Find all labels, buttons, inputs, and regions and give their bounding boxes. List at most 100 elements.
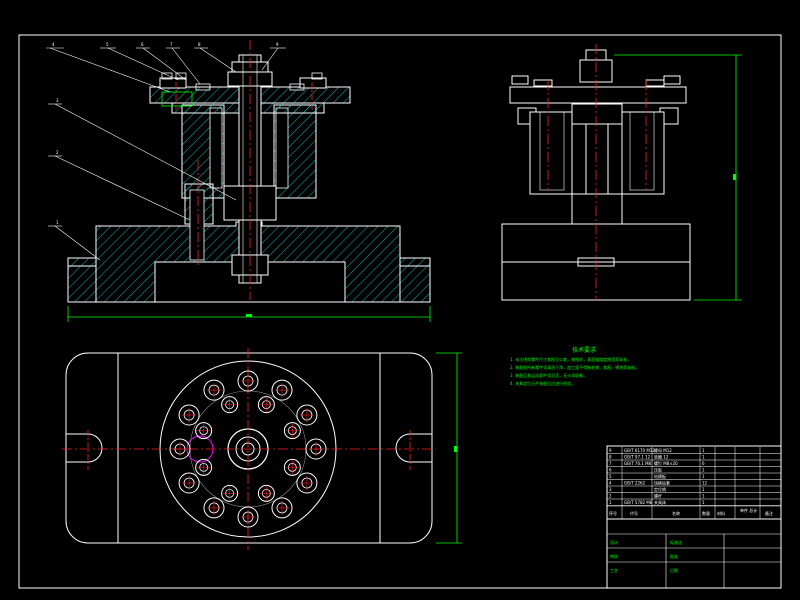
parts-list-name: 螺母 M12 xyxy=(654,447,672,453)
label-standard: 标准化 xyxy=(670,539,682,545)
parts-list-qty: 1 xyxy=(702,474,705,479)
side-bushing-right xyxy=(621,111,665,195)
parts-list-code: GB/T 2262 xyxy=(624,481,646,486)
right-u-slot xyxy=(395,433,432,463)
parts-list-no: 9 xyxy=(609,448,612,453)
parts-list-name: 螺杆 xyxy=(654,493,662,499)
parts-list-name: 螺钉 M8×20 xyxy=(654,460,678,466)
drill-hole xyxy=(271,497,293,519)
drill-hole xyxy=(237,370,259,392)
parts-list-code: GB/T 5782 M8 xyxy=(624,500,653,505)
parts-list-code: GB/T 97.1 12 xyxy=(624,455,651,460)
part-number-1: 1 xyxy=(56,220,59,225)
header-mat: 材料 xyxy=(717,510,725,516)
parts-list-name: 钻模板 xyxy=(654,473,666,479)
parts-list-no: 5 xyxy=(609,474,612,479)
label-design: 设计 xyxy=(610,539,618,545)
drill-hole-pattern xyxy=(169,370,327,528)
part-number-2: 2 xyxy=(56,150,59,155)
header-weight: 单件 总计 xyxy=(740,507,757,513)
label-review: 审核 xyxy=(610,553,618,559)
top-height-dimension xyxy=(436,352,462,544)
part-number-8: 8 xyxy=(198,42,201,47)
drill-hole xyxy=(283,458,301,476)
drill-hole xyxy=(178,472,200,494)
drill-hole xyxy=(257,484,275,502)
left-u-slot xyxy=(66,433,103,463)
part-number-3: 3 xyxy=(56,98,59,103)
label-date: 日期 xyxy=(670,567,678,573)
side-bushing-left xyxy=(529,111,573,195)
parts-list-name: 压板 xyxy=(654,467,662,473)
top-knobs xyxy=(159,72,327,107)
parts-list-qty: 1 xyxy=(702,487,705,492)
part-number-9: 9 xyxy=(276,42,279,47)
side-plate xyxy=(509,86,687,104)
drill-hole xyxy=(237,506,259,528)
notes-title: 技术要求 xyxy=(572,346,596,354)
parts-list-qty: 1 xyxy=(702,500,705,505)
drill-hole xyxy=(169,438,191,460)
signature-labels: 设计 审核 工艺 标准化 批准 日期 xyxy=(610,539,682,573)
drill-hole xyxy=(203,497,225,519)
header-remark: 备注 xyxy=(765,510,773,516)
parts-list-qty: 1 xyxy=(702,468,705,473)
part-number-5: 5 xyxy=(106,42,109,47)
parts-list-qty: 1 xyxy=(702,448,705,453)
parts-list-qty: 1 xyxy=(702,455,705,460)
parts-list-qty: 6 xyxy=(702,461,705,466)
parts-list-qty: 12 xyxy=(702,481,708,486)
parts-list-no: 3 xyxy=(609,487,612,492)
parts-list-code: GB/T 6170 M12 xyxy=(624,448,655,453)
parts-list-name: 快换钻套 xyxy=(654,480,670,486)
parts-list-no: 8 xyxy=(609,455,612,460)
notes-line-3: 3. 装配后各运动部件须灵活，无卡滞现象。 xyxy=(510,372,587,378)
front-width-dimension xyxy=(67,306,431,322)
drill-hole xyxy=(271,379,293,401)
parts-list-no: 6 xyxy=(609,468,612,473)
label-process: 工艺 xyxy=(610,568,618,573)
notes-line-1: 1. 未注明的零件尺寸和形位公差，按图样，表面粗糙度按国家标准。 xyxy=(510,356,631,362)
drill-hole xyxy=(305,438,327,460)
drill-hole xyxy=(257,396,275,414)
parts-list-no: 7 xyxy=(609,461,612,466)
parts-list-no: 4 xyxy=(609,481,612,486)
part-number-7: 7 xyxy=(170,42,173,47)
notes-line-2: 2. 装配前所有零件须清洗干净，加工面不得有毛刺、划痕、锈蚀等缺陷。 xyxy=(510,364,639,370)
part-number-4: 4 xyxy=(52,42,55,47)
label-approve: 批准 xyxy=(670,553,678,559)
side-view xyxy=(501,44,691,301)
top-view xyxy=(62,348,436,550)
parts-list-no: 2 xyxy=(609,494,612,499)
drill-hole xyxy=(221,396,239,414)
parts-list-no: 1 xyxy=(609,500,612,505)
drill-hole xyxy=(178,404,200,426)
drill-hole xyxy=(195,458,213,476)
parts-list-code: GB/T 70.1 M8 xyxy=(624,461,652,466)
header-code: 代号 xyxy=(630,510,638,516)
drill-hole xyxy=(296,472,318,494)
part-leaders xyxy=(49,47,279,261)
drill-hole xyxy=(221,484,239,502)
drawing-frame xyxy=(18,34,782,589)
drill-hole xyxy=(283,422,301,440)
side-height-dimension xyxy=(614,54,742,301)
header-qty: 数量 xyxy=(702,510,710,516)
part-number-6: 6 xyxy=(141,42,144,47)
header-no: 序号 xyxy=(609,510,617,516)
title-block-header: 序号 代号 名称 数量 材料 单件 总计 备注 xyxy=(607,505,781,520)
parts-list-name: 定位销 xyxy=(654,486,666,492)
technical-notes: 技术要求 1. 未注明的零件尺寸和形位公差，按图样，表面粗糙度按国家标准。 2.… xyxy=(510,346,639,386)
top-base-outline xyxy=(65,352,433,544)
notes-line-4: 4. 夹具定位元件装配后应进行检验。 xyxy=(510,380,575,386)
parts-list-qty: 1 xyxy=(702,494,705,499)
drill-hole xyxy=(296,404,318,426)
drill-hole xyxy=(203,379,225,401)
parts-list-name: 垫圈 12 xyxy=(654,454,669,460)
header-name: 名称 xyxy=(672,510,680,516)
drill-hole xyxy=(195,422,213,440)
parts-list-name: 夹具体 xyxy=(654,499,666,505)
